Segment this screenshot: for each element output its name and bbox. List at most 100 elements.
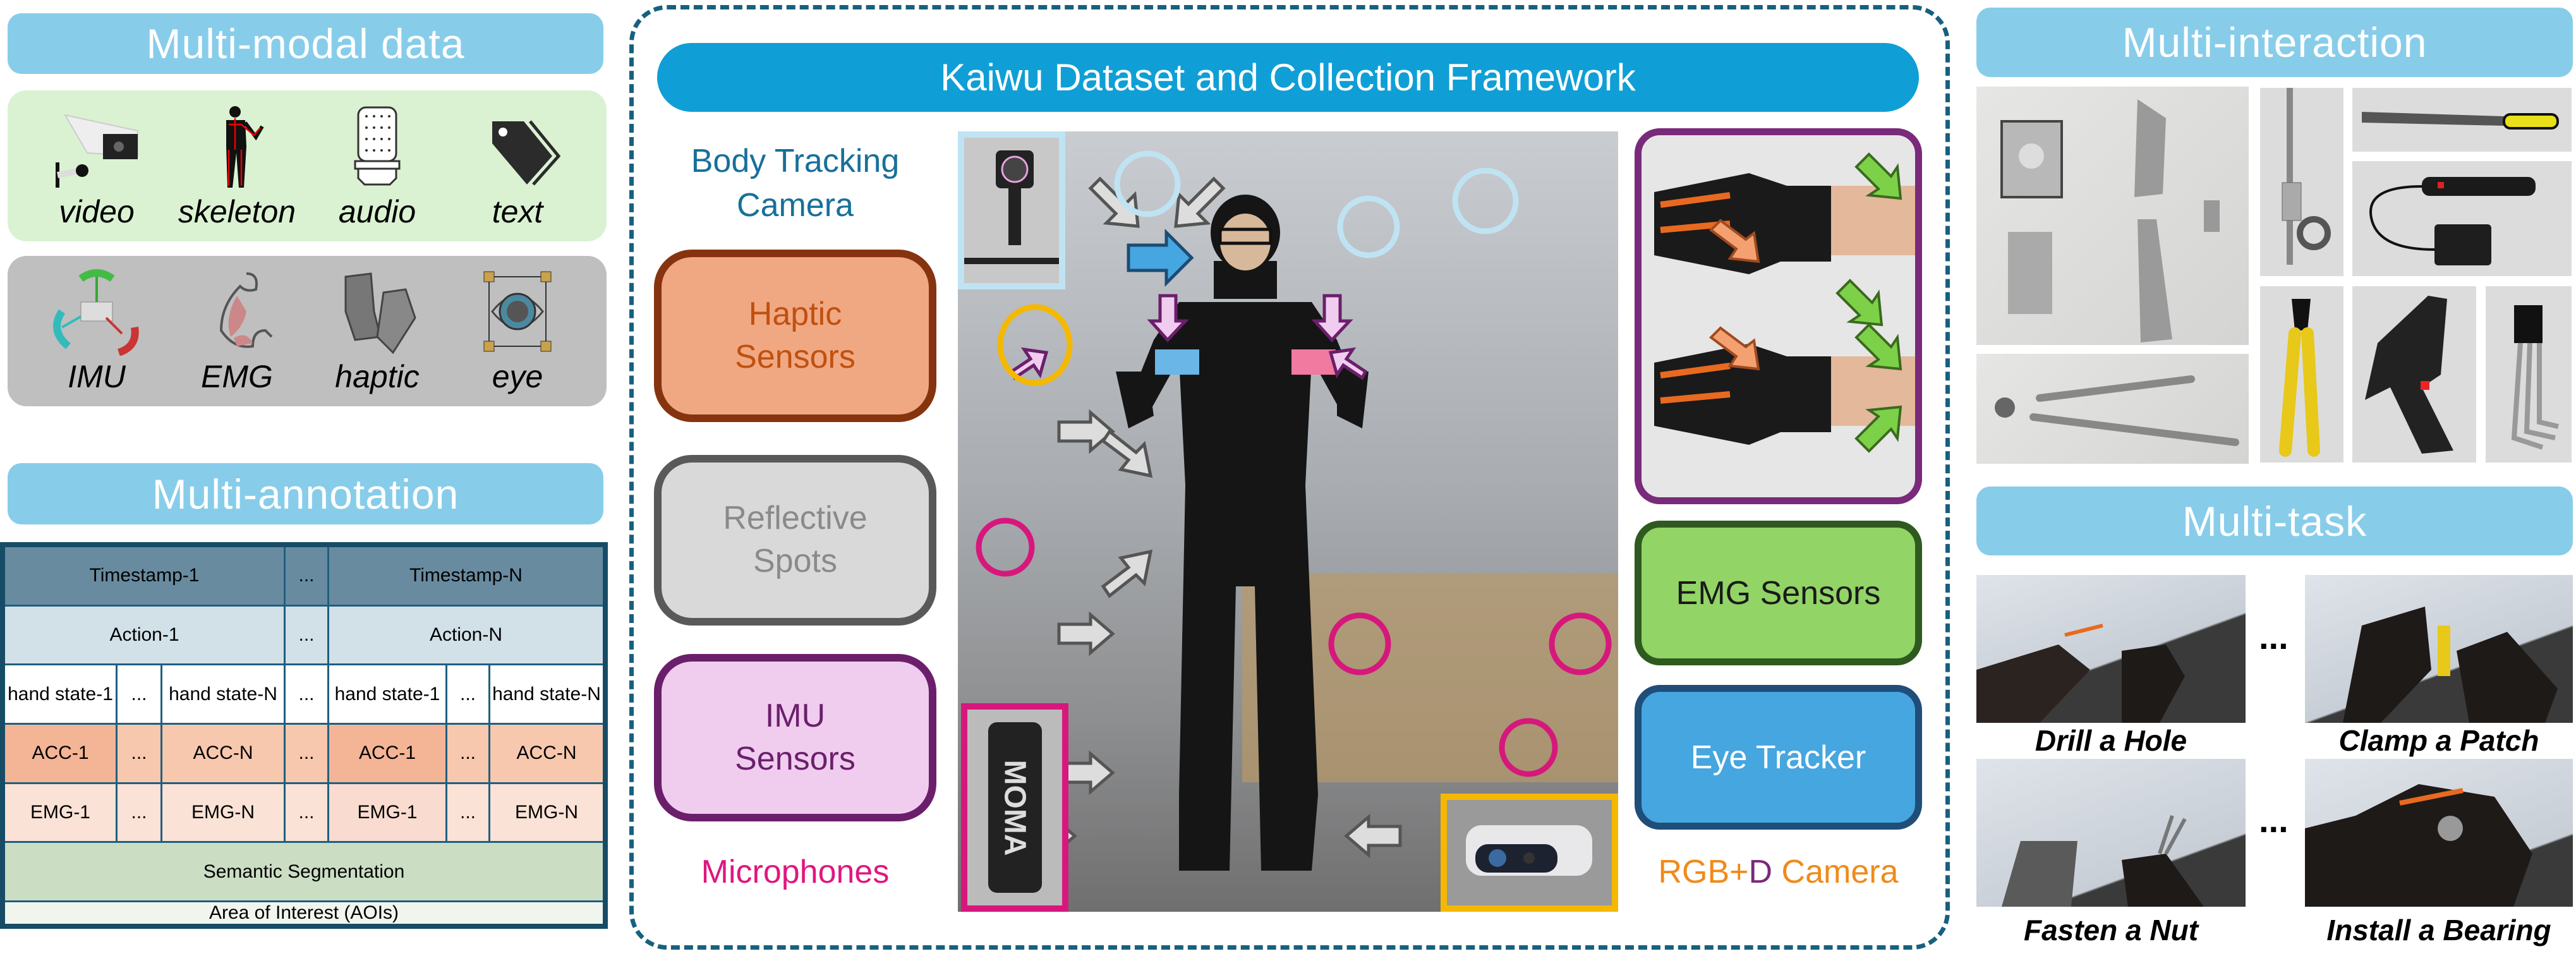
modality-label: audio: [338, 193, 416, 229]
table-cell: ...: [286, 606, 327, 664]
table-cell: ...: [118, 724, 160, 782]
modality-label: skeleton: [178, 193, 296, 229]
task-caption: Drill a Hole: [2035, 724, 2187, 757]
modality-label: IMU: [68, 359, 126, 394]
table-cell: ...: [118, 783, 160, 842]
blue-arrow-icon: [1127, 228, 1194, 287]
modality-label: text: [492, 193, 543, 229]
modality-emg: EMG: [174, 267, 300, 395]
modality-audio: audio: [314, 102, 440, 230]
table-cell: ...: [118, 665, 160, 723]
muscle-icon: [219, 272, 273, 348]
glasses: [1218, 227, 1273, 245]
table-cell: ACC-1: [5, 724, 116, 782]
task-photo-bearing: [2305, 759, 2573, 907]
table-cell: Timestamp-N: [329, 547, 603, 605]
tracking-camera-inset: [958, 131, 1065, 289]
label-line: Sensors: [735, 740, 856, 777]
glove-icon: [344, 272, 416, 354]
camera-text: Camera: [1772, 854, 1899, 890]
table-cell: hand state-1: [5, 665, 116, 723]
table-cell: hand state-N: [162, 665, 284, 723]
modality-haptic: haptic: [314, 267, 440, 395]
imu-icon: [53, 269, 139, 356]
reflective-spots-box: Reflective Spots: [654, 455, 936, 626]
arm-band: [1155, 349, 1199, 375]
multi-task-title: Multi-task: [1976, 487, 2573, 555]
ellipsis: ...: [2259, 617, 2289, 656]
task-photo-nut: [1976, 759, 2246, 907]
task-caption: Install a Bearing: [2326, 914, 2551, 947]
haptic-sensors-box: Haptic Sensors: [654, 250, 936, 422]
subject-photo: MOMA: [958, 131, 1618, 912]
table-cell: Area of Interest (AOIs): [5, 902, 603, 924]
table-cell: Semantic Segmentation: [5, 843, 603, 900]
table-cell: ACC-1: [329, 724, 445, 782]
imu-sensors-box: IMU Sensors: [654, 654, 936, 821]
task-caption: Fasten a Nut: [2023, 914, 2199, 947]
skeleton-icon: [226, 106, 264, 188]
caliper-photo: [2260, 88, 2343, 276]
modality-group-1: video skeleton audio text: [8, 90, 607, 241]
hex-keys-photo: [2486, 286, 2572, 463]
green-arrow-icons: [1835, 152, 1902, 453]
glove: [1654, 173, 1915, 274]
glove-photo: [1635, 128, 1922, 504]
table-cell: EMG-N: [490, 783, 603, 842]
multi-modal-title: Multi-modal data: [8, 13, 603, 74]
imu-arrow-icons: [1009, 294, 1368, 380]
task-photo-drill: [1976, 575, 2246, 723]
label-line: Sensors: [735, 338, 856, 375]
d-text: D: [1748, 854, 1773, 890]
modality-label: eye: [492, 359, 543, 394]
orange-arrow-icons: [1708, 219, 1760, 371]
grinder-photo: [2352, 161, 2572, 276]
label-line: Camera: [737, 187, 854, 224]
table-cell: ...: [447, 783, 488, 842]
modality-label: video: [59, 193, 135, 229]
microphones-label: Microphones: [701, 854, 890, 890]
table-cell: ...: [286, 665, 327, 723]
table-cell: Timestamp-1: [5, 547, 284, 605]
eye-icon: [483, 271, 552, 352]
table-cell: Action-N: [329, 606, 603, 664]
table-cell: ...: [447, 665, 488, 723]
table-cell: ...: [286, 783, 327, 842]
parts-photo: [1976, 87, 2249, 345]
label-line: Spots: [753, 543, 837, 579]
framework-title: Kaiwu Dataset and Collection Framework: [657, 43, 1919, 112]
video-camera-icon: [56, 114, 138, 188]
rgbd-camera-inset: [1441, 794, 1618, 912]
pliers-photo: [2260, 286, 2343, 463]
ellipsis: ...: [2259, 800, 2289, 840]
microphone-icon: [354, 106, 401, 185]
modality-text: text: [454, 102, 581, 230]
rgbd-camera-label: RGB+D Camera: [1635, 853, 1922, 891]
drill-photo: [2352, 286, 2476, 463]
multi-interaction-title: Multi-interaction: [1976, 8, 2573, 77]
microphone-device: MOMA: [988, 722, 1042, 893]
table-cell: EMG-1: [5, 783, 116, 842]
annotation-table: Timestamp-1 ... Timestamp-N Action-1 ...…: [0, 542, 608, 929]
label-line: Body Tracking: [691, 143, 900, 179]
table-cell: ACC-N: [490, 724, 603, 782]
arm-band: [1291, 349, 1336, 375]
table-cell: hand state-N: [490, 665, 603, 723]
table-cell: EMG-1: [329, 783, 445, 842]
modality-imu: IMU: [33, 267, 160, 395]
microphone-inset: MOMA: [961, 703, 1068, 912]
label-line: IMU: [765, 697, 826, 734]
task-photo-clamp: [2305, 575, 2573, 723]
eye-tracker-box: Eye Tracker: [1635, 685, 1922, 830]
table-cell: Action-1: [5, 606, 284, 664]
table-cell: ...: [286, 724, 327, 782]
modality-label: EMG: [201, 359, 273, 394]
highlight-circles: [976, 150, 1612, 777]
modality-skeleton: skeleton: [174, 102, 300, 230]
modality-eye: eye: [454, 267, 581, 395]
modality-label: haptic: [335, 359, 420, 394]
table-cell: ...: [447, 724, 488, 782]
modality-video: video: [33, 102, 160, 230]
tag-icon: [492, 119, 561, 186]
table-cell: EMG-N: [162, 783, 284, 842]
